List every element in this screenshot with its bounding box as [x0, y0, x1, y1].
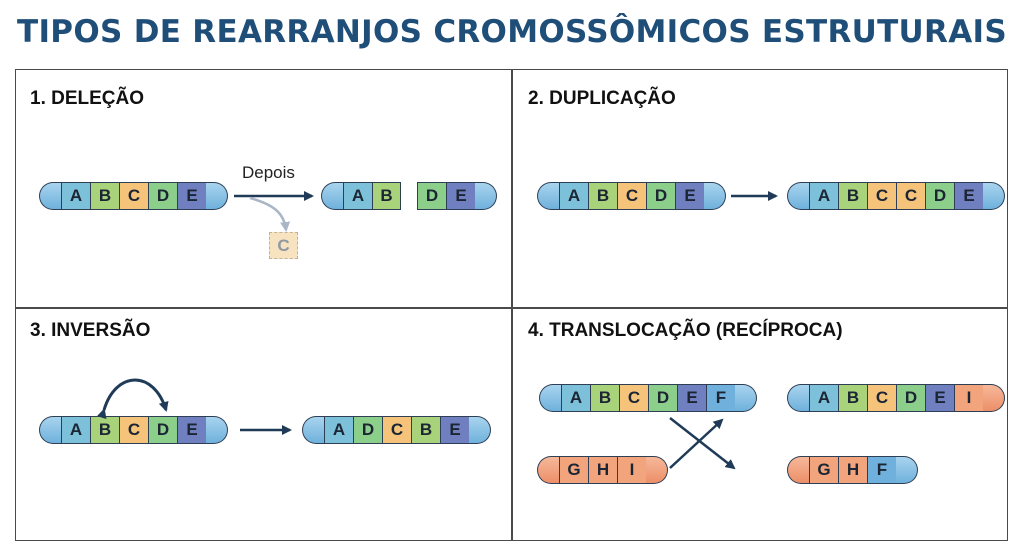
gene-band-a: A [559, 182, 588, 210]
gene-band-d: D [353, 416, 382, 444]
diagram-title: TIPOS DE REARRANJOS CROMOSSÔMICOS ESTRUT… [17, 14, 1007, 50]
telomere-cap [646, 456, 668, 484]
translocation-arrow-up [669, 418, 724, 469]
centromere-cap [537, 456, 559, 484]
gene-band-e: E [954, 182, 983, 210]
gene-band-d: D [148, 416, 177, 444]
gene-band-b: B [590, 384, 619, 412]
gene-band-b: B [838, 384, 867, 412]
gene-band-b: B [411, 416, 440, 444]
gene-band-c: C [617, 182, 646, 210]
centromere-cap [539, 384, 561, 412]
panel-title-duplication: 2. DUPLICAÇÃO [528, 88, 676, 109]
gene-band-a: A [61, 416, 90, 444]
centromere-cap [39, 182, 61, 210]
gene-band-b: B [90, 182, 119, 210]
gene-band-e: E [177, 182, 206, 210]
gene-band-e: E [177, 416, 206, 444]
gene-band-c: C [119, 182, 148, 210]
telomere-cap [475, 182, 497, 210]
gene-band-e: E [675, 182, 704, 210]
gene-band-a: A [324, 416, 353, 444]
gene-band-d: D [896, 384, 925, 412]
gene-band-i: I [954, 384, 983, 412]
gene-band-c: C [119, 416, 148, 444]
gene-band-h: H [838, 456, 867, 484]
gene-band-b: B [90, 416, 119, 444]
centromere-cap [321, 182, 343, 210]
gene-band-d: D [648, 384, 677, 412]
telomere-cap [983, 384, 1005, 412]
gene-band-g: G [559, 456, 588, 484]
gene-band-f: F [867, 456, 896, 484]
inversion-curved-arrow [96, 378, 169, 420]
centromere-cap [537, 182, 559, 210]
deletion-after-label: Depois [242, 163, 295, 182]
centromere-cap [787, 384, 809, 412]
gene-band-e: E [440, 416, 469, 444]
telomere-cap [983, 182, 1005, 210]
gene-band-b: B [372, 182, 401, 210]
gene-band-g: G [809, 456, 838, 484]
panel-title-translocation: 4. TRANSLOCAÇÃO (RECÍPROCA) [528, 320, 843, 341]
gene-band-b: B [588, 182, 617, 210]
gene-band-c: C [867, 384, 896, 412]
telomere-cap [735, 384, 757, 412]
grid-divider-horizontal [15, 307, 1008, 309]
telomere-cap [896, 456, 918, 484]
gene-band-a: A [809, 384, 838, 412]
telomere-cap [206, 182, 228, 210]
panel-title-deletion: 1. DELEÇÃO [30, 88, 145, 109]
gene-band-e: E [677, 384, 706, 412]
deletion-removal-arrow [249, 196, 291, 232]
panel-title-inversion: 3. INVERSÃO [30, 320, 151, 341]
gene-band-a: A [809, 182, 838, 210]
gene-band-h: H [588, 456, 617, 484]
gene-band-c: C [382, 416, 411, 444]
gene-band-e: E [925, 384, 954, 412]
gene-band-d: D [148, 182, 177, 210]
gene-band-a: A [343, 182, 372, 210]
gene-band-c: C [867, 182, 896, 210]
gene-band-d: D [646, 182, 675, 210]
gene-band-a: A [61, 182, 90, 210]
gene-band-c: C [619, 384, 648, 412]
centromere-cap [787, 456, 809, 484]
gene-band-d: D [417, 182, 446, 210]
telomere-cap [469, 416, 491, 444]
gene-band-c: C [896, 182, 925, 210]
gene-band-d: D [925, 182, 954, 210]
deleted-fragment-c: C [269, 232, 298, 259]
gene-band-e: E [446, 182, 475, 210]
telomere-cap [704, 182, 726, 210]
centromere-cap [787, 182, 809, 210]
centromere-cap [302, 416, 324, 444]
telomere-cap [206, 416, 228, 444]
gene-band-f: F [706, 384, 735, 412]
translocation-arrow-down [669, 417, 736, 470]
gene-band-i: I [617, 456, 646, 484]
gene-band-a: A [561, 384, 590, 412]
grid-divider-vertical [511, 69, 513, 541]
gene-band-b: B [838, 182, 867, 210]
centromere-cap [39, 416, 61, 444]
